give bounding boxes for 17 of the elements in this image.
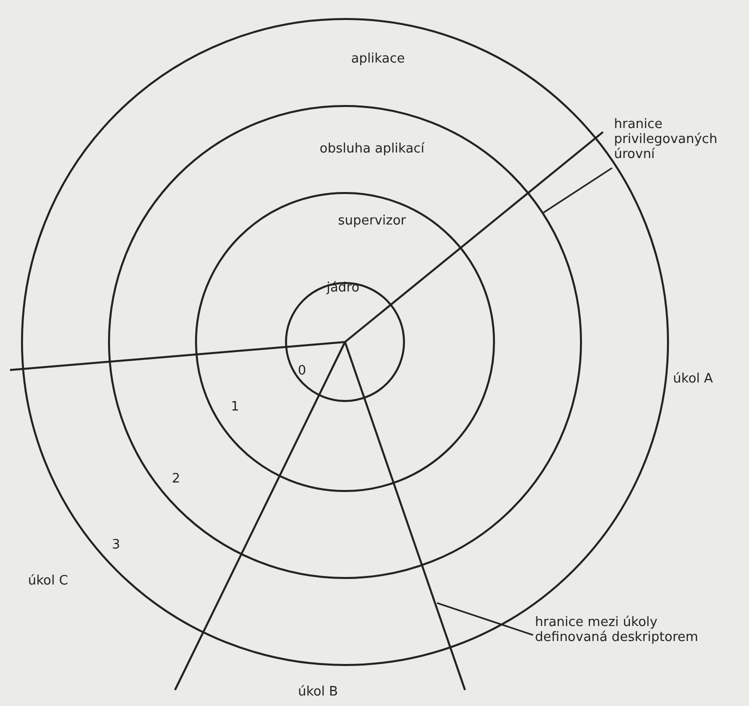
region-label: úkol B	[298, 686, 338, 700]
ring-number: 2	[172, 472, 180, 488]
ring-circle	[285, 282, 405, 402]
ring-label: obsluha aplikací	[320, 142, 424, 158]
ring-circle	[195, 192, 495, 492]
ring-number: 3	[112, 538, 120, 554]
leader-line	[543, 167, 612, 214]
callout-text: hranice privilegovaných úrovní	[614, 118, 734, 163]
callout-text: hranice mezi úkoly definovaná deskriptorem	[535, 616, 705, 646]
leader-line	[436, 602, 534, 636]
ring-number: 0	[298, 364, 306, 380]
region-label: úkol C	[28, 574, 68, 590]
ring-number: 1	[230, 400, 240, 416]
region-label: úkol A	[673, 372, 713, 388]
ring-label: aplikace	[351, 52, 405, 68]
ring-circle	[108, 105, 582, 579]
ring-label: supervizor	[338, 214, 406, 230]
